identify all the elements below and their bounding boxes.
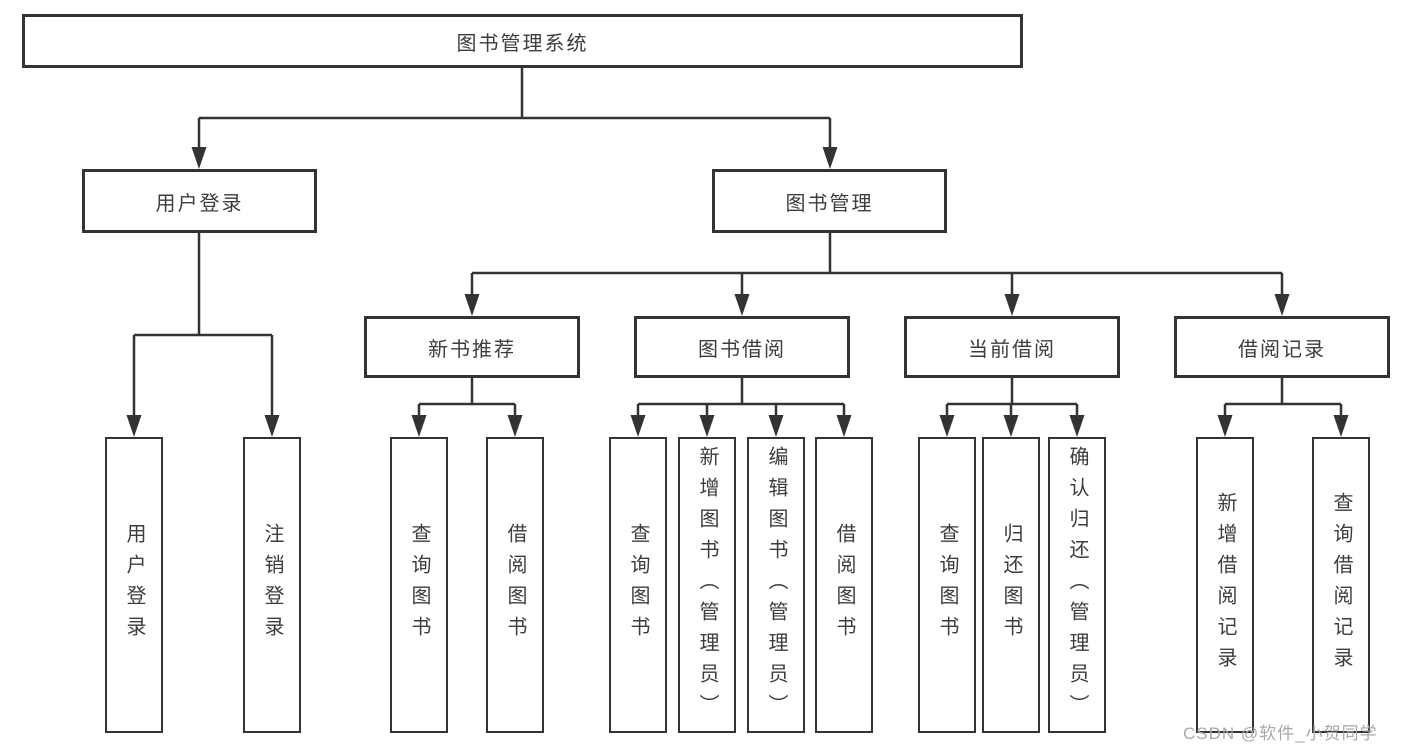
node-label: 当前借阅 xyxy=(968,338,1056,361)
node-new-book-recommend: 新书推荐 xyxy=(364,316,580,378)
leaf-borrow-books: 借阅图书 xyxy=(815,437,873,733)
node-user-login: 用户登录 xyxy=(82,169,317,233)
node-current-borrow: 当前借阅 xyxy=(904,316,1120,378)
node-book-management: 图书管理 xyxy=(712,169,947,233)
node-label: 查询图书 xyxy=(627,523,649,647)
node-label: 借阅图书 xyxy=(504,523,526,647)
node-label: 借阅图书 xyxy=(833,523,855,647)
leaf-query-books-recommend: 查询图书 xyxy=(390,437,448,733)
node-label: 确认归还（管理员） xyxy=(1066,445,1088,725)
node-label: 查询图书 xyxy=(408,523,430,647)
leaf-return-book: 归还图书 xyxy=(982,437,1040,733)
leaf-logout: 注销登录 xyxy=(243,437,301,733)
node-book-borrow: 图书借阅 xyxy=(634,316,850,378)
leaf-add-book-admin: 新增图书（管理员） xyxy=(678,437,736,733)
node-label: 编辑图书（管理员） xyxy=(765,445,787,725)
node-label: 查询借阅记录 xyxy=(1330,492,1352,678)
node-label: 图书管理 xyxy=(785,192,874,215)
leaf-add-borrow-record: 新增借阅记录 xyxy=(1196,437,1254,733)
csdn-watermark: CSDN @软件_小贺同学 xyxy=(1183,724,1378,743)
leaf-user-login: 用户登录 xyxy=(105,437,163,733)
node-label: 新书推荐 xyxy=(428,338,516,361)
node-label: 用户登录 xyxy=(155,192,244,215)
node-label: 归还图书 xyxy=(1000,523,1022,647)
leaf-confirm-return-admin: 确认归还（管理员） xyxy=(1048,437,1106,733)
node-label: 注销登录 xyxy=(261,523,283,647)
leaf-borrow-books-recommend: 借阅图书 xyxy=(486,437,544,733)
leaf-edit-book-admin: 编辑图书（管理员） xyxy=(747,437,805,733)
node-label: 新增借阅记录 xyxy=(1214,492,1236,678)
node-library-management-system: 图书管理系统 xyxy=(22,14,1023,68)
leaf-query-books-current: 查询图书 xyxy=(918,437,976,733)
node-label: 图书借阅 xyxy=(698,338,786,361)
leaf-query-borrow-record: 查询借阅记录 xyxy=(1312,437,1370,733)
node-label: 借阅记录 xyxy=(1238,338,1326,361)
node-label: 新增图书（管理员） xyxy=(696,445,718,725)
node-label: 图书管理系统 xyxy=(456,32,589,55)
node-label: 查询图书 xyxy=(936,523,958,647)
leaf-query-books-borrow: 查询图书 xyxy=(609,437,667,733)
node-label: 用户登录 xyxy=(123,523,145,647)
node-borrow-records: 借阅记录 xyxy=(1174,316,1390,378)
